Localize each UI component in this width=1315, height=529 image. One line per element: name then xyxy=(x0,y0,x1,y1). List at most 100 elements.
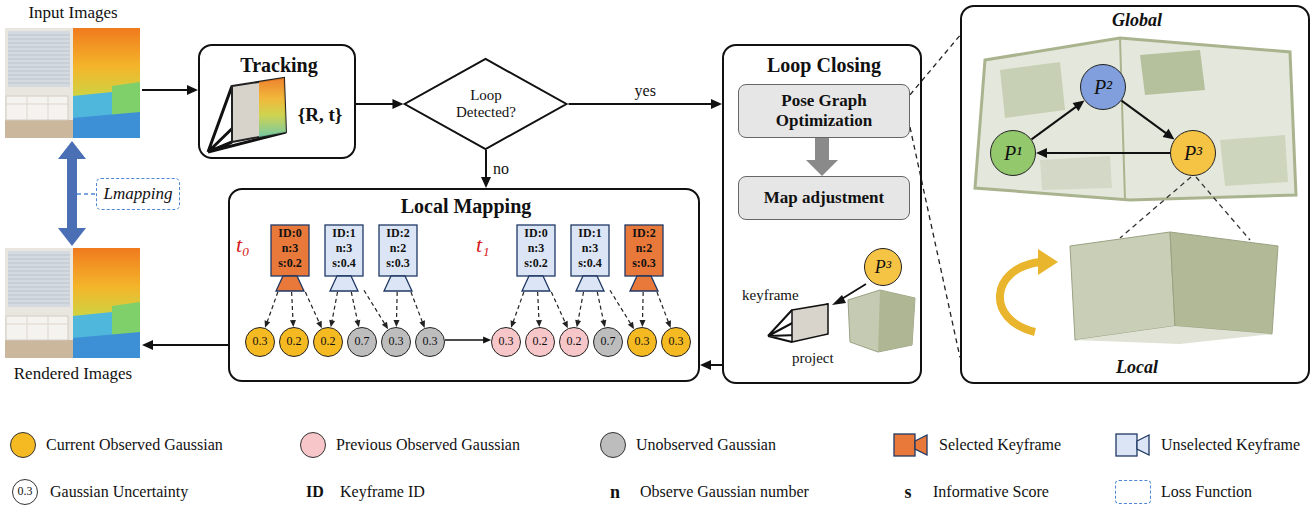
arrow-connector xyxy=(58,141,86,246)
edge-label-slot: no xyxy=(490,160,512,178)
keyframe-body xyxy=(379,225,417,276)
gaussian: 0.3 xyxy=(415,327,445,357)
legend-swatch xyxy=(600,432,626,458)
keyframe-lens xyxy=(576,276,604,291)
arrow-line xyxy=(1045,152,1170,154)
arrow-head xyxy=(290,320,296,327)
keyframe-camera: ID:0n:3s:0.2 xyxy=(270,224,310,292)
arrow-line xyxy=(351,292,357,322)
text-slot: n:3 xyxy=(528,242,545,256)
text-slot: Tracking xyxy=(240,54,317,77)
legend-swatch xyxy=(10,432,36,458)
arrow-connector xyxy=(569,99,722,109)
arrow-head xyxy=(142,340,153,350)
keyframe-field: s:0.2 xyxy=(524,257,548,271)
legend-swatch xyxy=(893,430,929,460)
keyframe-camera: ID:2n:2s:0.3 xyxy=(624,224,664,292)
time-label: t₀ xyxy=(236,232,250,257)
diamond-outline xyxy=(405,59,567,149)
node-label: Lmapping xyxy=(104,184,173,204)
keyframe-field: n:3 xyxy=(282,242,299,256)
node-label: Local Mapping xyxy=(401,195,532,218)
arrow-head xyxy=(562,321,568,329)
project-arrow xyxy=(840,284,866,300)
legend-text: Unobserved Gaussian xyxy=(636,436,776,454)
gaussian: 0.3 xyxy=(381,327,411,357)
legend-text: Selected Keyframe xyxy=(939,436,1061,454)
gaussian: 0.7 xyxy=(347,327,377,357)
text-slot: ID:1 xyxy=(578,227,601,241)
keyframe-field: s:0.4 xyxy=(332,257,356,271)
node-label: 0.7 xyxy=(355,335,370,349)
keyframe-field: ID:0 xyxy=(278,227,301,241)
arrow-connector xyxy=(265,292,278,328)
keyframe-camera: ID:1n:3s:0.4 xyxy=(324,224,364,292)
node-label: P³ xyxy=(875,257,891,278)
text-slot: ID:0 xyxy=(278,227,301,241)
keyframe-field: n:2 xyxy=(636,242,653,256)
keyframe-lens xyxy=(276,276,304,291)
legend-sample-text: 0.3 xyxy=(18,485,33,499)
arrow-connector xyxy=(657,292,671,328)
legend-item: Previous Observed Gaussian xyxy=(300,429,520,461)
label-slot: t₀ xyxy=(236,232,250,257)
edge-label: yes xyxy=(632,82,659,99)
gaussian: 0.3 xyxy=(245,327,275,357)
arrow-head xyxy=(806,160,838,176)
loss-box: Lmapping xyxy=(96,178,180,210)
arrow-line xyxy=(642,292,644,321)
arrow-head xyxy=(536,320,542,327)
text-slot: n:3 xyxy=(336,242,353,256)
node-label: 0.2 xyxy=(567,335,582,349)
legend-item: Loss Function xyxy=(1115,476,1252,508)
arrow-line xyxy=(657,292,669,322)
keyframe-camera xyxy=(792,304,828,342)
arrow-connector xyxy=(290,292,296,327)
label-slot: project xyxy=(792,349,834,367)
global-map xyxy=(1220,135,1288,186)
keyframe-field: n:3 xyxy=(582,242,599,256)
keyframe-lens xyxy=(330,276,358,291)
rotation-arrow xyxy=(1000,262,1040,332)
camera-frustum xyxy=(208,78,286,152)
arrow-line xyxy=(538,292,539,321)
rotation-arrow xyxy=(1038,249,1058,275)
edge-label-slot: yes xyxy=(632,82,659,100)
keyframe-field: s:0.3 xyxy=(386,257,410,271)
global-map xyxy=(975,38,1296,200)
pose-node: P¹ xyxy=(990,130,1036,176)
arrow-line xyxy=(578,292,584,321)
gaussian: 0.7 xyxy=(593,327,623,357)
text-slot: {R, t} xyxy=(298,104,343,126)
arrow-connector xyxy=(551,292,567,328)
legend-swatch xyxy=(1115,430,1151,460)
text-slot: Global xyxy=(1112,10,1162,31)
arrow-head xyxy=(481,177,491,188)
node-label: 0.3 xyxy=(499,335,514,349)
keyframe-body xyxy=(517,225,555,276)
camera-frustum xyxy=(232,78,286,142)
node-label: 0.3 xyxy=(253,335,268,349)
node-label: Map adjustment xyxy=(764,188,884,208)
arrow-connector xyxy=(142,340,228,350)
arrow-line xyxy=(411,292,423,322)
keyframe-field: n:3 xyxy=(336,242,353,256)
keyframe-body xyxy=(325,225,363,276)
pose-node: P³ xyxy=(1170,130,1216,176)
legend-sample: s xyxy=(893,477,923,507)
text-slot: n:2 xyxy=(390,242,407,256)
zoom-lines xyxy=(1120,177,1250,240)
legend-text: Current Observed Gaussian xyxy=(46,436,223,454)
legend-swatch-body xyxy=(1116,434,1137,456)
rotation-arrow xyxy=(1000,249,1058,332)
arrow-line xyxy=(67,156,77,230)
keyframe-lens xyxy=(630,276,658,291)
local-model xyxy=(878,290,915,352)
text-slot: ID:2 xyxy=(386,227,409,241)
legend-text: Keyframe ID xyxy=(340,483,425,501)
arrow-line xyxy=(709,364,722,366)
arrow-head xyxy=(483,337,491,344)
arrow-head xyxy=(265,320,271,328)
arrow-line xyxy=(356,103,394,105)
